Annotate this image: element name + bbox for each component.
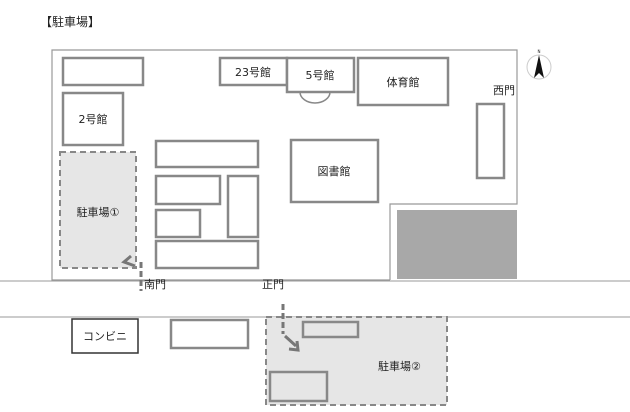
building-d	[154, 208, 202, 239]
building-5	[285, 56, 356, 94]
west-gate-label: 西門	[493, 84, 515, 97]
library-label: 図書館	[318, 164, 351, 178]
svg-text:N: N	[538, 49, 541, 54]
library	[289, 138, 380, 204]
building-2	[61, 91, 125, 147]
parking-lot-1-label: 駐車場①	[77, 205, 120, 219]
gym-label: 体育館	[387, 75, 420, 89]
building-2-label: 2号館	[79, 112, 108, 126]
dark-block	[397, 210, 517, 279]
building-west	[475, 102, 506, 180]
south-gate-label: 南門	[144, 278, 166, 291]
building-unlabeled	[61, 56, 145, 87]
north-arrow-icon: N	[526, 49, 552, 80]
arrow-to-lot-1-icon	[121, 254, 136, 268]
convenience-store	[71, 318, 139, 354]
building-b	[154, 174, 222, 206]
convenience-store-label: コンビニ	[83, 330, 127, 343]
building-5-label: 5号館	[306, 68, 335, 82]
lot-2-structure-a	[301, 320, 360, 339]
parking-lot-2-label: 駐車場②	[378, 359, 421, 373]
map-title: 【駐車場】	[40, 14, 100, 29]
arrow-to-lot-2-icon	[288, 340, 300, 352]
gym	[356, 56, 450, 107]
building-a	[154, 139, 260, 169]
building-south	[169, 318, 250, 350]
lot-2-structure-b	[268, 370, 329, 403]
parking-lot-1	[59, 151, 137, 269]
main-gate-label: 正門	[262, 278, 284, 291]
building-23-label: 23号館	[235, 65, 271, 79]
building-c	[226, 174, 260, 239]
route-segment	[283, 334, 298, 348]
campus-boundary	[51, 49, 518, 281]
building-e	[154, 239, 260, 270]
building-5-entrance	[299, 91, 331, 104]
